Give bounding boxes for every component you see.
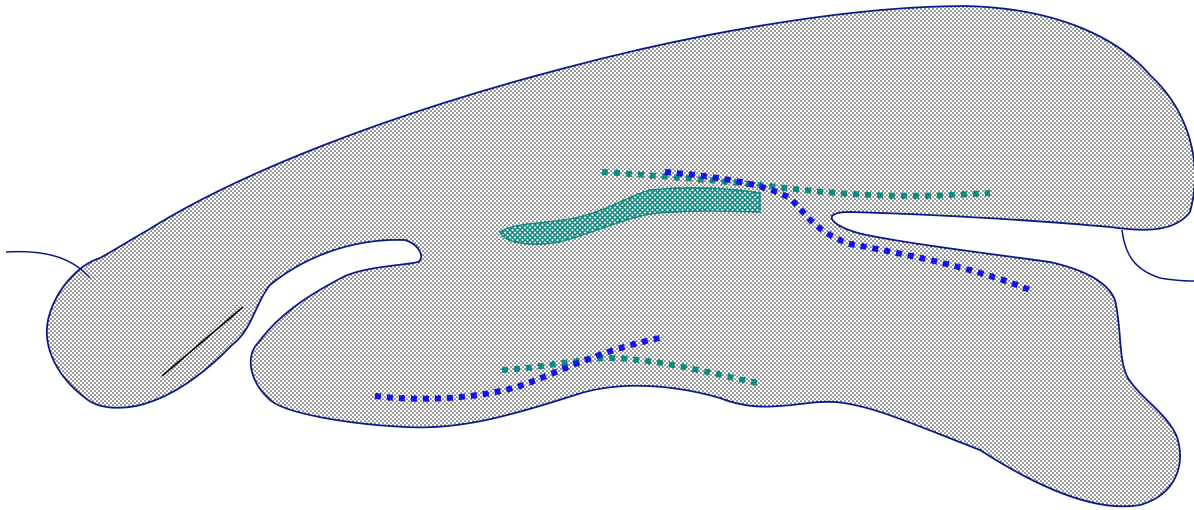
upper-lobe-region	[47, 6, 1194, 506]
right-trailing-line	[1122, 230, 1194, 281]
